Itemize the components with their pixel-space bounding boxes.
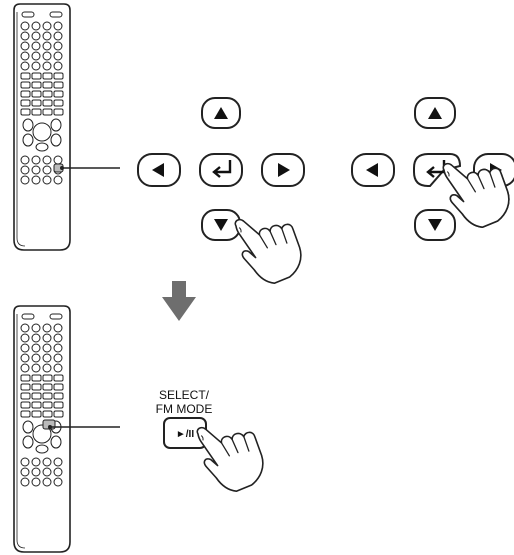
remote-control-top [13,3,71,251]
next-step-arrow-icon [162,281,196,321]
up-arrow-icon [214,107,228,119]
pointing-hand-icon [195,418,268,497]
play-pause-label: ►/II [176,429,194,440]
up-arrow-icon [428,107,442,119]
dpad-left-enter-button[interactable] [199,153,243,187]
down-arrow-icon [214,219,228,231]
right-arrow-icon [278,163,290,177]
select-label-line1: SELECT/ [159,388,210,402]
remote-control-bottom [13,305,71,553]
pointing-hand-icon [233,210,306,289]
down-arrow-icon [428,219,442,231]
left-arrow-icon [366,163,378,177]
leader-dot-bottom [48,425,52,429]
enter-icon [212,160,232,178]
leader-dot-top [60,166,64,170]
select-label-line2: FM MODE [156,402,213,416]
left-arrow-icon [152,163,164,177]
dpad-left [137,97,305,241]
dpad-right-enter-button[interactable] [413,153,462,187]
